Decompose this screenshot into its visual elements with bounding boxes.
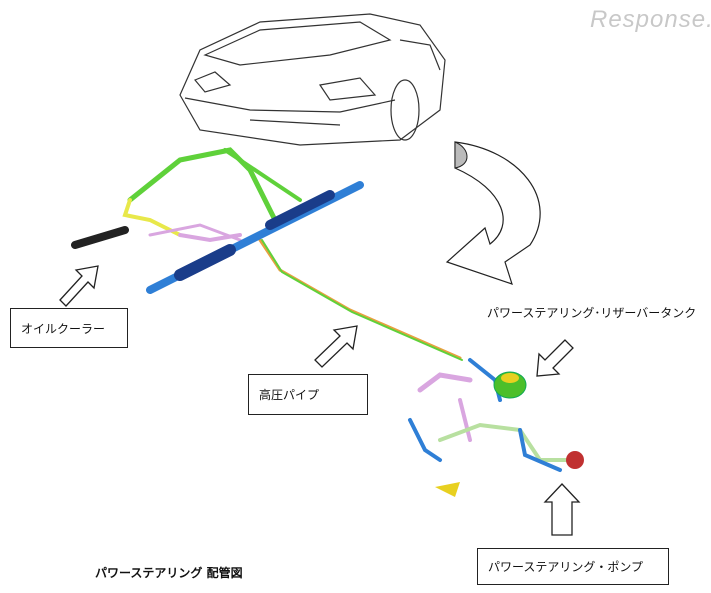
diagram-title: パワーステアリング 配管図 <box>95 566 243 580</box>
pump-label: パワーステアリング・ポンプ <box>488 560 644 574</box>
car-illustration <box>179 13 446 146</box>
high-pressure-pipe-label: 高圧パイプ <box>259 388 320 402</box>
pump-label-box: パワーステアリング・ポンプ <box>477 548 669 585</box>
arrow-up-right-icon <box>314 325 358 368</box>
arrow-down-left-icon <box>536 339 574 377</box>
reservoir-tank-label: パワーステアリング･リザーバータンク <box>487 306 697 320</box>
response-watermark: Response. <box>590 6 711 33</box>
oil-cooler-label: オイルクーラー <box>21 321 106 336</box>
arrow-up-icon <box>543 483 581 536</box>
arrow-up-right-icon <box>59 265 99 307</box>
high-pressure-pipe-label-box: 高圧パイプ <box>248 374 368 415</box>
steering-rack <box>71 181 364 294</box>
oil-cooler-label-box: オイルクーラー <box>10 308 128 348</box>
piping <box>122 147 572 472</box>
curved-arrow-icon <box>445 141 541 285</box>
pump-unit <box>566 451 584 469</box>
fitting <box>435 482 460 497</box>
